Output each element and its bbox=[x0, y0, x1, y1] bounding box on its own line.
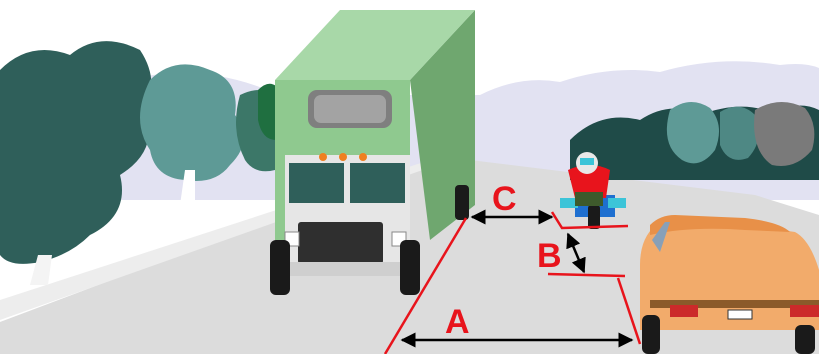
car-wheel-left bbox=[642, 315, 660, 354]
truck-grille bbox=[298, 222, 383, 264]
motorcycle-rear-wheel bbox=[588, 205, 600, 229]
label-a: A bbox=[445, 303, 470, 341]
car-wheel-right bbox=[795, 325, 815, 354]
label-c: C bbox=[492, 180, 517, 218]
truck-wheel-right bbox=[400, 240, 420, 295]
truck-wheel-left bbox=[270, 240, 290, 295]
label-b: B bbox=[537, 237, 562, 275]
